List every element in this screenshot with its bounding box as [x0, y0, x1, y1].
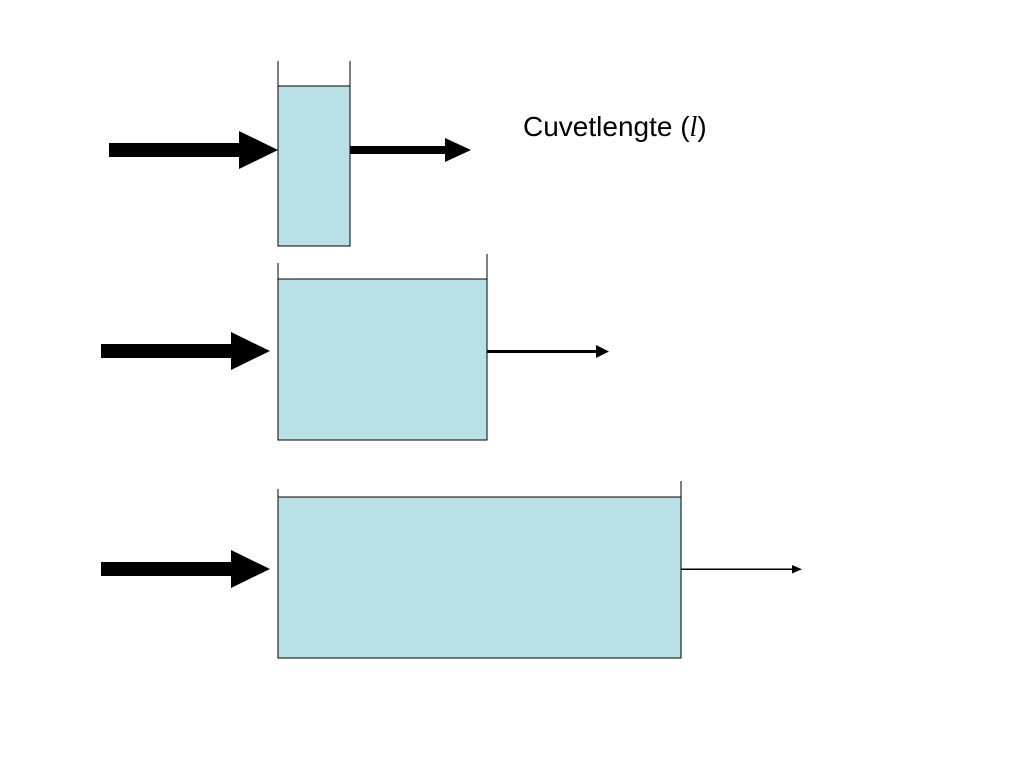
title-close: ) — [697, 111, 707, 142]
cuvette-short-liquid — [277, 85, 351, 247]
cuvette-long — [101, 481, 802, 659]
diagram-title: Cuvetlengte (l) — [523, 111, 707, 144]
outgoing-light-arrow-2 — [487, 345, 609, 358]
outgoing-light-arrow-1 — [350, 138, 471, 162]
cuvette-medium — [101, 254, 609, 441]
cuvette-short — [109, 61, 471, 247]
incoming-light-arrow-1 — [109, 131, 278, 169]
cuvette-long-liquid — [277, 496, 682, 659]
title-text: Cuvetlengte ( — [523, 111, 690, 142]
incoming-light-arrow-2 — [101, 332, 270, 370]
title-variable: l — [689, 112, 698, 143]
incoming-light-arrow-3 — [101, 550, 270, 588]
outgoing-light-arrow-3 — [681, 565, 802, 574]
cuvette-medium-liquid — [277, 278, 488, 441]
